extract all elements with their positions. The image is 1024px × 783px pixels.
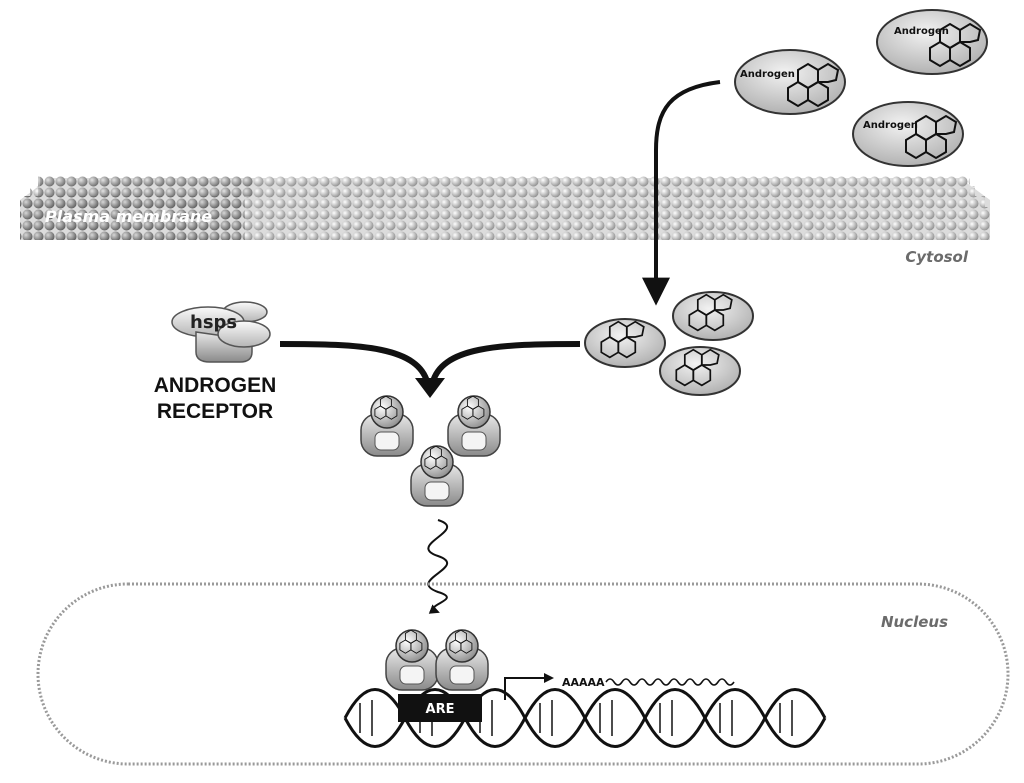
steroid-ring-icon xyxy=(399,629,423,654)
hsps-label: hsps xyxy=(190,312,237,333)
steroid-ring-icon xyxy=(600,320,645,359)
diffusion-arrow xyxy=(642,80,721,306)
plasma-membrane: Plasma membrane xyxy=(20,176,990,240)
polya-tail-label: AAAAA xyxy=(562,676,605,689)
receptor-label-line1: ANDROGEN xyxy=(154,374,277,397)
bound-receptor-group xyxy=(360,395,501,507)
receptor-dimer xyxy=(385,629,489,691)
plasma-membrane-label: Plasma membrane xyxy=(45,207,212,226)
steroid-ring-icon xyxy=(449,629,473,654)
steroid-ring-icon xyxy=(787,62,840,108)
androgen-cell-2: Androgen xyxy=(876,9,988,75)
steroid-ring-icon xyxy=(675,348,720,387)
receptor-label-line2: RECEPTOR xyxy=(157,400,273,423)
mrna-transcript xyxy=(605,678,735,686)
steroid-ring-icon xyxy=(461,395,485,420)
transcription-start-arrow xyxy=(504,673,554,700)
cytosolic-androgen-group xyxy=(584,291,754,396)
androgen-cell-label: Androgen xyxy=(894,26,949,37)
cytosol-label: Cytosol xyxy=(905,248,968,266)
androgen-cell-label: Androgen xyxy=(740,69,795,80)
steroid-ring-icon xyxy=(424,445,448,470)
are-label: ARE xyxy=(426,702,455,717)
nucleus-envelope xyxy=(36,582,1010,766)
androgen-to-binding-arrow xyxy=(429,341,581,386)
nucleus-label: Nucleus xyxy=(881,613,948,631)
androgen-cell-3: Androgen xyxy=(852,101,964,167)
are-element: ARE xyxy=(398,694,482,722)
steroid-ring-icon xyxy=(905,114,958,160)
binding-arrowhead xyxy=(415,378,445,398)
androgen-cell-1: Androgen xyxy=(734,49,846,115)
translocation-arrow xyxy=(427,519,448,614)
steroid-ring-icon xyxy=(688,293,733,332)
androgen-receptor-hsps-complex: hsps xyxy=(171,301,271,363)
steroid-ring-icon xyxy=(929,22,982,68)
receptor-to-binding-arrow xyxy=(279,341,431,386)
androgen-cell-label: Androgen xyxy=(863,120,918,131)
steroid-ring-icon xyxy=(374,395,398,420)
